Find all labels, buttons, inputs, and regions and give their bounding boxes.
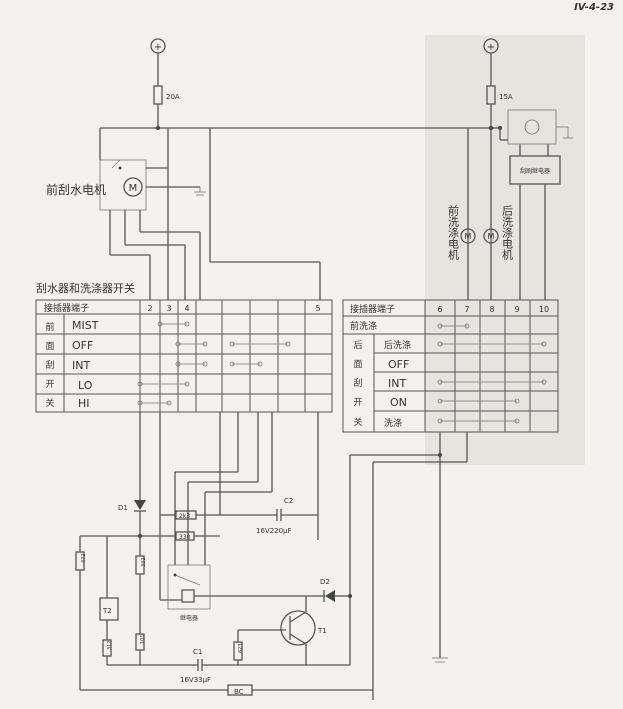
t2-label: T2 <box>102 607 112 615</box>
left-side-char-1: 前 <box>45 321 54 333</box>
c2-label: C2 <box>284 497 293 505</box>
rear-washer-motor <box>483 228 499 244</box>
right-terminal-10: 10 <box>539 305 549 314</box>
left-terminal-5: 5 <box>315 304 320 313</box>
page-number: IV-4-23 <box>574 2 614 13</box>
right-row-off: OFF <box>388 358 409 371</box>
d2-label: D2 <box>320 578 330 586</box>
d1-label: D1 <box>118 504 128 512</box>
right-switch-table <box>342 299 559 433</box>
resistor-101-label: 101 <box>140 634 146 644</box>
left-battery-terminal: + <box>150 38 166 54</box>
c1-value: 16V33μF <box>180 676 211 684</box>
right-row-on: ON <box>390 396 407 409</box>
front-washer-motor-symbol: M <box>465 232 472 241</box>
left-switch-table <box>35 299 333 413</box>
resistor-332-label: 332 <box>141 557 147 567</box>
left-side-char-3: 刮 <box>45 359 54 371</box>
resistor-472-label: 472 <box>81 553 87 563</box>
right-row-int: INT <box>388 377 406 390</box>
left-row-hi: HI <box>78 397 90 410</box>
relay-box-label: 刮刷继电器 <box>520 167 550 175</box>
right-row-wash: 洗涤 <box>384 417 402 429</box>
right-fuse-label: 15A <box>499 93 513 101</box>
right-battery-symbol: + <box>487 42 495 53</box>
left-fuse-label: 20A <box>166 93 180 101</box>
right-top-row: 前洗涤 <box>350 320 377 332</box>
right-side-char-3: 刮 <box>353 377 362 389</box>
rear-washer-motor-label: 后洗涤电机 <box>501 205 514 260</box>
right-terminal-7: 7 <box>464 305 469 314</box>
left-battery-symbol: + <box>154 42 162 53</box>
left-terminal-3: 3 <box>166 304 171 313</box>
right-terminal-6: 6 <box>437 305 442 314</box>
resistor-330-label: 330 <box>179 534 191 541</box>
left-side-char-4: 开 <box>45 379 54 390</box>
front-wiper-motor-box: M <box>99 159 147 211</box>
left-side-char-5: 关 <box>45 397 54 409</box>
left-side-char-2: 面 <box>45 341 54 352</box>
left-switch-title: 刮水器和洗涤器开关 <box>36 281 135 295</box>
resistor-312-label: 312 <box>107 640 113 650</box>
right-switch-header: 接插器端子 <box>350 303 395 315</box>
left-row-int: INT <box>72 359 90 372</box>
right-side-char-5: 关 <box>353 416 362 428</box>
t1-label: T1 <box>317 627 327 635</box>
right-terminal-9: 9 <box>514 305 519 314</box>
left-row-mist: MIST <box>72 319 99 332</box>
left-switch-header: 接插器端子 <box>44 302 89 314</box>
left-row-lo: LO <box>78 379 93 392</box>
left-row-off: OFF <box>72 339 93 352</box>
diode-d1 <box>134 500 146 510</box>
c2-value: 16V220μF <box>256 527 292 535</box>
left-terminal-4: 4 <box>184 304 189 313</box>
resistor-2k3-label: 2k3 <box>179 513 190 520</box>
relay-label: 继电器 <box>180 614 198 622</box>
transistor-t1 <box>280 610 316 646</box>
left-terminal-2: 2 <box>147 304 152 313</box>
front-washer-motor-label: 前洗涤电机 <box>447 204 460 260</box>
right-switch-contacts <box>437 323 547 424</box>
relay-switch-box <box>167 564 211 610</box>
rear-washer-motor-symbol: M <box>488 232 495 241</box>
right-side-char-1: 后 <box>353 340 362 351</box>
transistor-t2 <box>99 597 119 621</box>
left-switch-contacts <box>137 321 291 406</box>
right-side-char-2: 面 <box>353 359 362 370</box>
diode-d2 <box>325 590 335 602</box>
resistor-bc-label: BC <box>234 688 244 696</box>
relay-box <box>509 155 561 185</box>
right-row-rear-wash: 后洗涤 <box>384 339 411 351</box>
left-fuse <box>153 85 163 105</box>
right-side-char-4: 开 <box>353 397 362 408</box>
right-terminal-8: 8 <box>489 305 494 314</box>
front-wiper-motor-label: 前刮水电机 <box>46 182 106 197</box>
c1-label: C1 <box>193 648 202 656</box>
relay-coil <box>181 589 195 603</box>
front-wiper-motor-symbol: M <box>129 183 138 194</box>
resistor-623-label: 623 <box>238 643 244 653</box>
front-washer-motor <box>460 228 476 244</box>
